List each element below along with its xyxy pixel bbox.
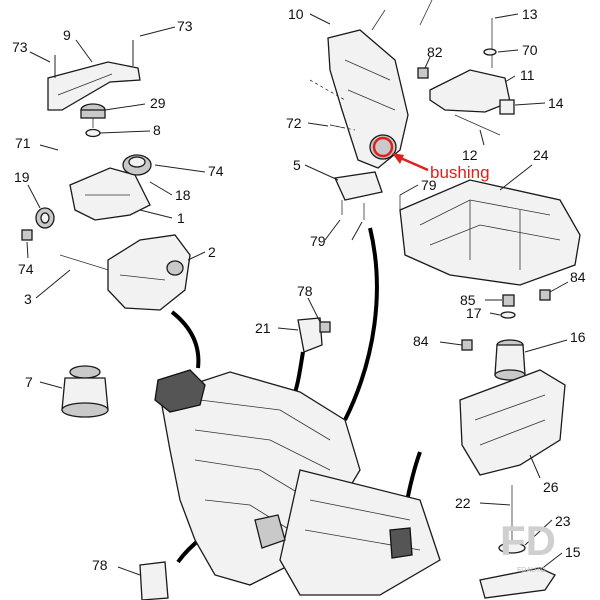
callout-12: 12 [462, 147, 478, 163]
callout-74-right: 74 [208, 163, 224, 179]
bracket-21 [297, 317, 323, 353]
pin-72 [329, 124, 346, 129]
callout-18: 18 [175, 187, 191, 203]
upper-bracket-9 [47, 61, 141, 111]
washer-17 [500, 311, 516, 319]
mount-bracket-1 [69, 167, 151, 221]
callout-21: 21 [255, 320, 271, 336]
engine-mount-2 [107, 234, 191, 311]
callout-85: 85 [460, 292, 476, 308]
callout-labels: 9 73 73 29 8 71 74 18 19 1 2 74 3 7 10 7… [12, 6, 586, 573]
callout-70: 70 [522, 42, 538, 58]
callout-3: 3 [24, 291, 32, 307]
nut-85 [502, 294, 515, 307]
callout-1: 1 [177, 210, 185, 226]
callout-7: 7 [25, 374, 33, 390]
callout-23: 23 [555, 513, 571, 529]
connector-curve-21 [292, 351, 305, 396]
callout-79-right: 79 [421, 177, 437, 193]
bolt-84-right [539, 289, 551, 301]
lower-bracket-5 [334, 171, 383, 201]
callout-8: 8 [153, 122, 161, 138]
callout-19: 19 [14, 169, 30, 185]
callout-84-left: 84 [413, 333, 429, 349]
battery-tray-24 [399, 179, 581, 286]
callout-29: 29 [150, 95, 166, 111]
callout-26: 26 [543, 479, 559, 495]
bolt-3 [59, 254, 116, 273]
leader-lines [26, 13, 569, 576]
bushing-highlight-circle [372, 136, 394, 158]
callout-24: 24 [533, 147, 549, 163]
bushing-arrow [392, 153, 429, 172]
callout-78-bottom: 78 [92, 557, 108, 573]
callout-17: 17 [466, 305, 482, 321]
callout-82: 82 [427, 44, 443, 60]
callout-13: 13 [522, 6, 538, 22]
callout-14: 14 [548, 95, 564, 111]
connector-curve-center [343, 227, 379, 421]
callout-84-right: 84 [570, 269, 586, 285]
bushing-label: bushing [430, 163, 490, 182]
rubber-mount-18 [122, 154, 152, 176]
bolts-79 [341, 195, 401, 220]
rubber-buffer-29 [80, 103, 106, 128]
bolt-84-left [461, 339, 473, 351]
connector-curve-left [170, 310, 201, 369]
callout-5: 5 [293, 157, 301, 173]
watermark-subtext: FDAUTO [517, 567, 546, 574]
callout-79-left: 79 [310, 233, 326, 249]
watermark-logo: FD FDAUTO [500, 517, 556, 574]
mount-arm-11 [429, 69, 511, 113]
bolt-78-top [319, 321, 331, 333]
gearbox-mount-16 [494, 339, 526, 381]
callout-73-left: 73 [12, 39, 28, 55]
hydraulic-mount-7 [61, 365, 109, 418]
bush-19 [35, 207, 55, 229]
nut-82 [417, 67, 429, 79]
callout-15: 15 [565, 544, 581, 560]
engine-bracket-10 [327, 29, 409, 169]
callout-73-right: 73 [177, 18, 193, 34]
washer-23 [498, 542, 526, 554]
callout-78-top: 78 [297, 283, 313, 299]
gearbox-bracket-26 [459, 369, 566, 476]
callout-74-left: 74 [18, 261, 34, 277]
engine-block [154, 369, 441, 596]
callout-72: 72 [286, 115, 302, 131]
callout-9: 9 [63, 27, 71, 43]
callout-22: 22 [455, 495, 471, 511]
washer-70 [483, 48, 497, 56]
callout-11: 11 [520, 67, 535, 83]
bolt-12 [454, 114, 501, 136]
callout-10: 10 [288, 6, 304, 22]
washer-8 [85, 128, 101, 138]
link-15 [479, 567, 556, 599]
callout-2: 2 [208, 244, 216, 260]
callout-71: 71 [15, 135, 31, 151]
callout-16: 16 [570, 329, 586, 345]
watermark-text: FD [500, 517, 556, 564]
nut-74-left [21, 229, 33, 241]
bracket-78-bottom [139, 561, 169, 600]
bracket-14 [499, 99, 515, 115]
